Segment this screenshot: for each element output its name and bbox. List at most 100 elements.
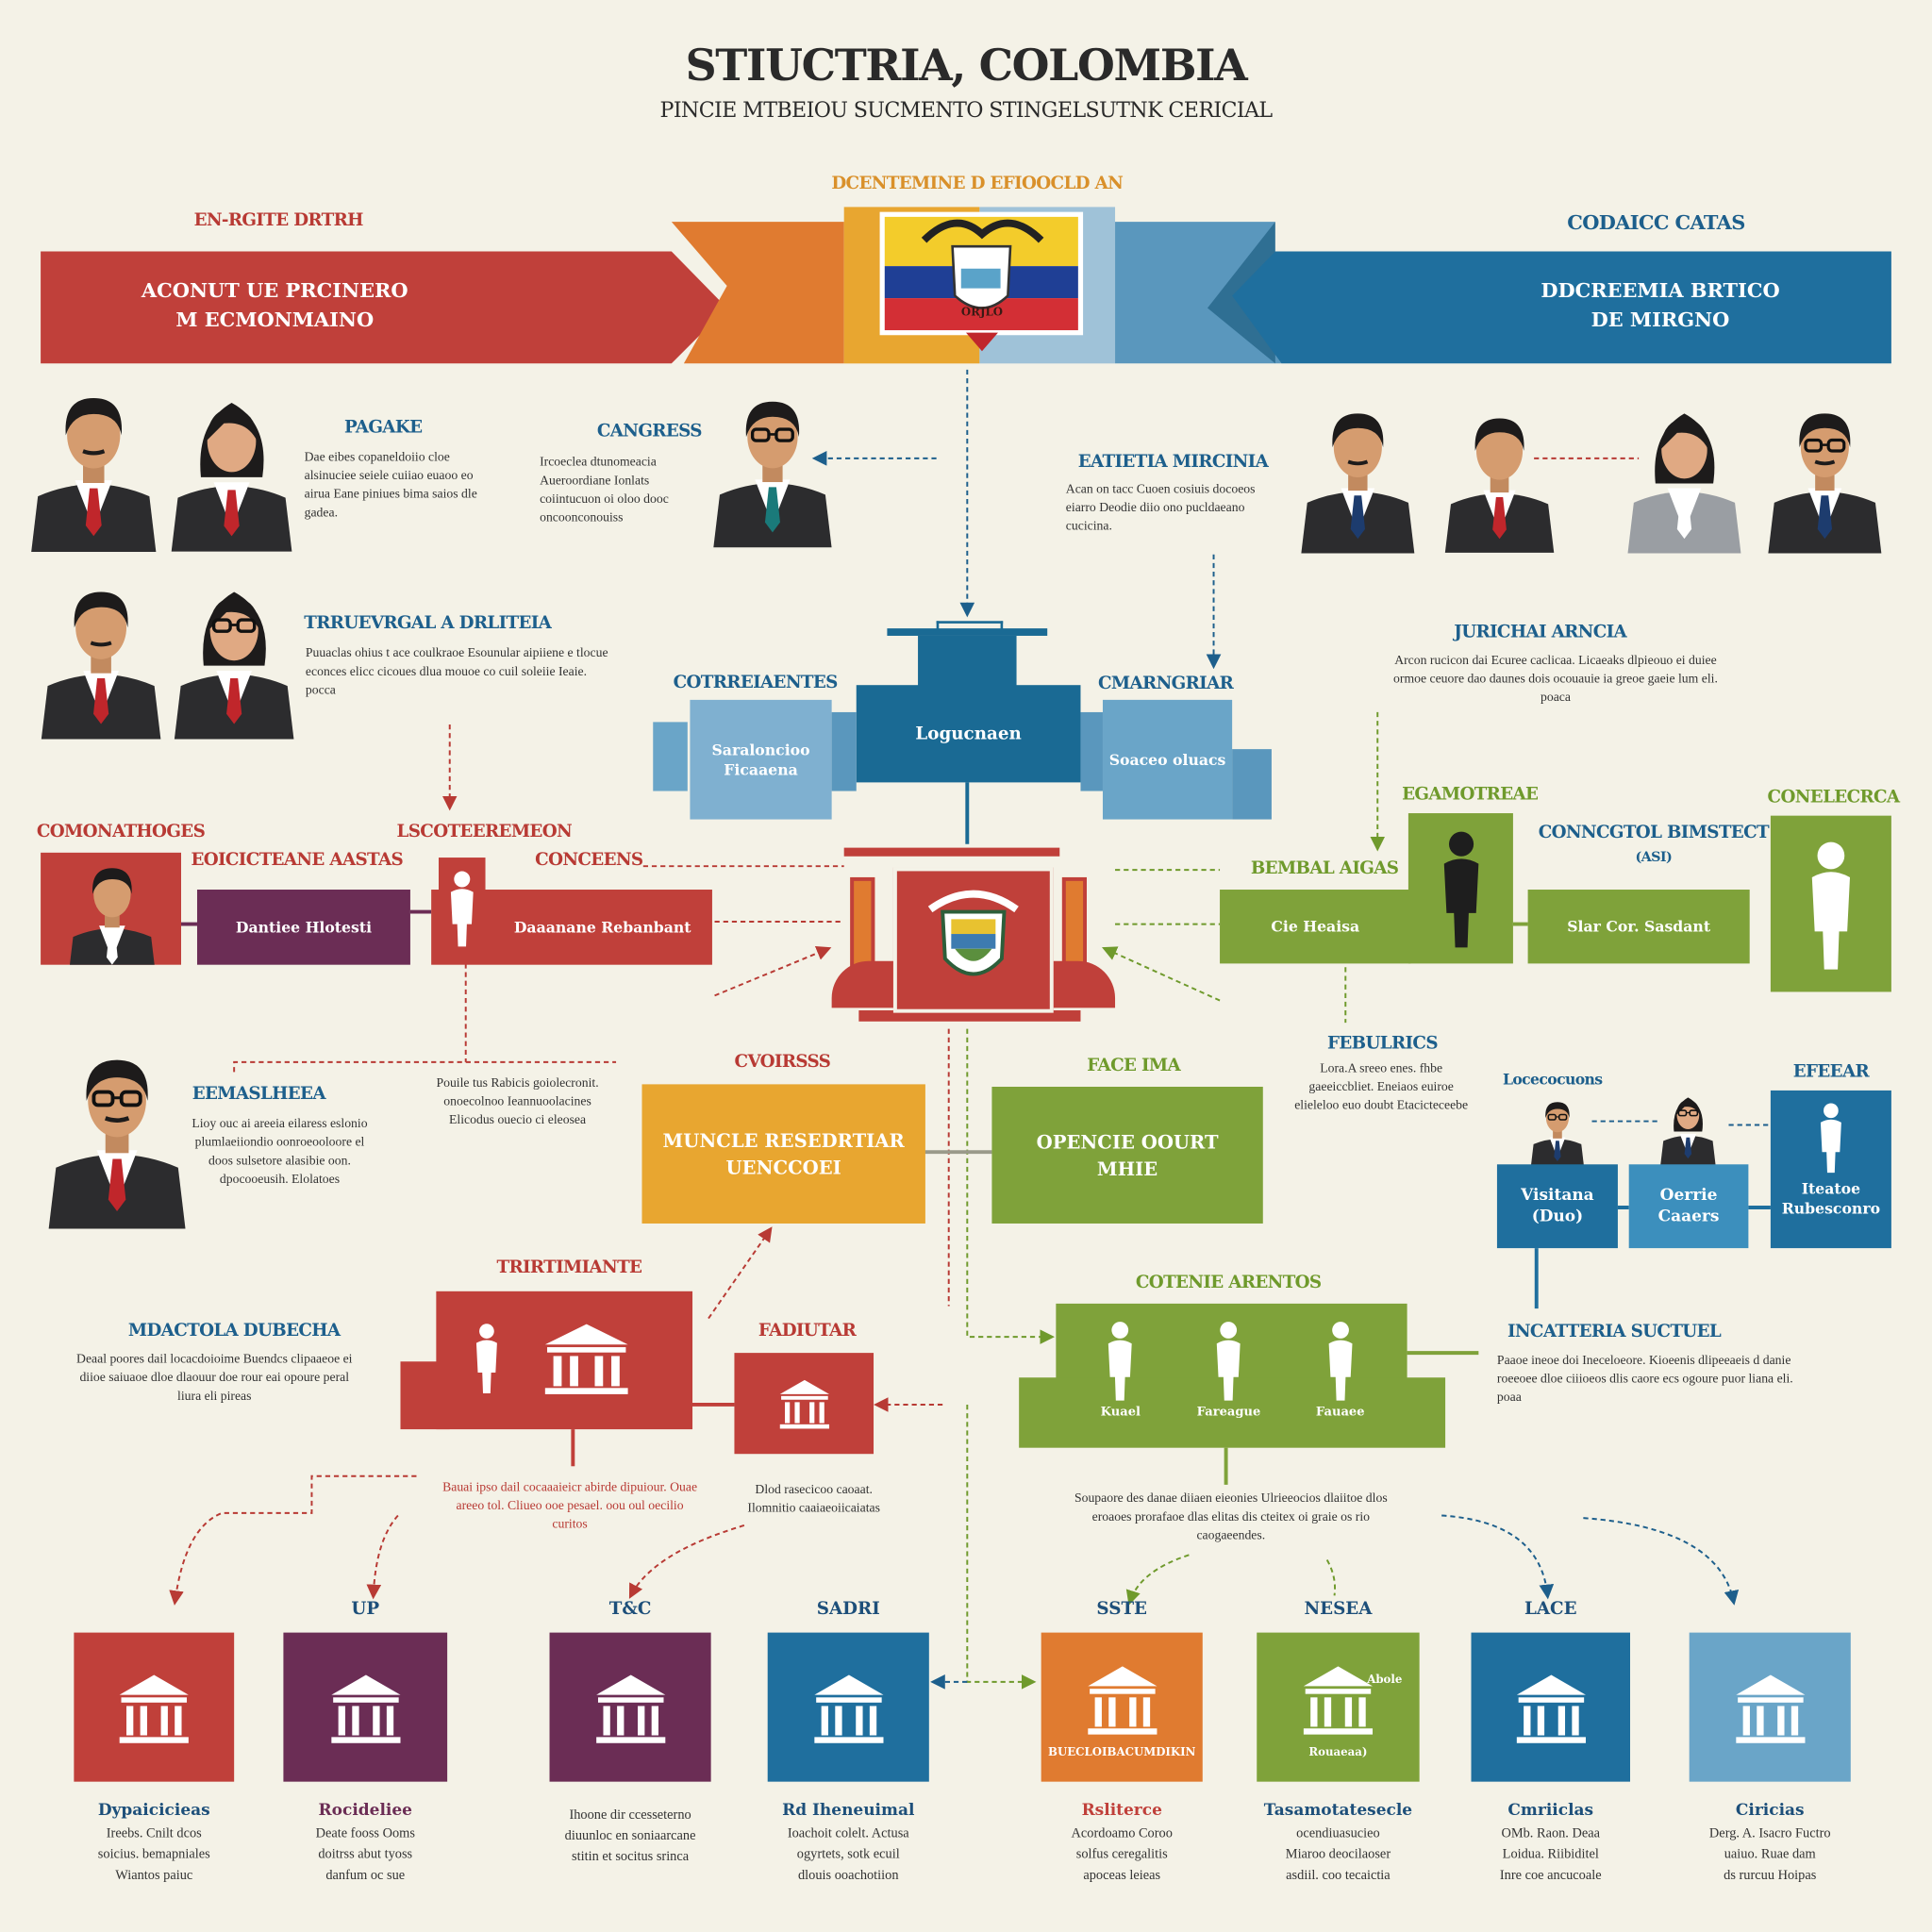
yellow-box-line: MUNCLE RESEDRTIAR <box>662 1129 905 1152</box>
bottom-item-text: OMb. Raon. Deaa <box>1501 1825 1601 1841</box>
bottom-item-caption: Rouaeaa) <box>1308 1746 1368 1759</box>
left-banner-line: M ECMONMAINO <box>175 308 375 332</box>
figure-icon <box>475 1324 497 1393</box>
cotenie-item: Fauaee <box>1316 1319 1365 1442</box>
figure-icon <box>1108 1322 1133 1401</box>
green-box-title: FACE IMA <box>1087 1056 1180 1076</box>
bottom-item-caption: BUECLOIBACUMDIKIN <box>1048 1746 1196 1759</box>
center-note-text: Soupaore des danae diiaen eieonies Ulrie… <box>1074 1491 1388 1543</box>
bottom-item-text: Inre coe ancucoale <box>1499 1868 1602 1883</box>
cotenie-item: Fareague <box>1197 1319 1260 1442</box>
page-title: STIUCTRIA, COLOMBIA <box>685 40 1248 91</box>
mdactola-text: Deaal poores dail locacdoioime Buendcs c… <box>76 1353 353 1404</box>
yellow-box-title: CVOIRSSS <box>734 1052 831 1073</box>
connector-line <box>1591 1120 1771 1126</box>
person-avatar <box>1297 397 1418 554</box>
bottom-item-label: NESEA <box>1304 1599 1373 1620</box>
bottom-item-text: stitin et socitus srinca <box>572 1849 690 1865</box>
bottom-item-box[interactable] <box>549 1632 711 1782</box>
person-avatar <box>1624 397 1744 554</box>
connector-arrow <box>1125 1554 1190 1606</box>
bottom-item-label: SADRI <box>816 1599 880 1620</box>
right-chain-label-4-sub: (ASI) <box>1635 848 1673 865</box>
building-tower <box>918 635 1017 691</box>
right-banner-text: DDCREEMIA BRTICO DE MIRGNO <box>1417 276 1904 336</box>
bottom-item-title: Rocideliee <box>318 1801 412 1821</box>
local-box-line: Caaers <box>1657 1207 1720 1226</box>
left-wing-step <box>653 722 688 791</box>
local-box-line: Rubesconro <box>1781 1200 1881 1218</box>
bottom-item-text: uaiuo. Ruae dam <box>1724 1846 1816 1862</box>
right-chain-label-1: EGAMOTREAE <box>1402 784 1539 805</box>
left-banner-line: ACONUT UE PRCINERO <box>141 278 408 302</box>
pagake-title: PAGAKE <box>344 417 423 438</box>
bottom-item-box[interactable] <box>1471 1632 1630 1782</box>
left-banner-label: EN-RGITE DRTRH <box>193 210 364 231</box>
eatietia-title: EATIETIA MIRCINIA <box>1077 452 1269 473</box>
juricia-text: Arcon rucicon dai Ecuree caclicaa. Licae… <box>1393 654 1718 706</box>
left-chamber-box: Saraloncioo Ficaaena <box>690 699 832 820</box>
bottom-item-box[interactable]: Rouaeaa)Abole <box>1257 1632 1420 1782</box>
left-chamber-title: COTRREIAENTES <box>673 673 839 693</box>
right-banner-line: DE MIRGNO <box>1591 308 1730 332</box>
bottom-item-text: diuunloc en soniaarcane <box>564 1828 696 1843</box>
eemas-text: Lioy ouc ai areeia eilaress eslonio plum… <box>192 1117 368 1187</box>
connector-arrow <box>169 1474 417 1606</box>
left-banner-text: ACONUT UE PRCINERO M ECMONMAINO <box>41 276 508 336</box>
bottom-item-box[interactable] <box>767 1632 929 1782</box>
columns-icon <box>1498 1664 1604 1750</box>
bottom-item-text: asdiil. coo tecaictia <box>1286 1868 1391 1883</box>
bottom-item-box[interactable] <box>283 1632 448 1782</box>
cotenie-items: Kuael Fareague Fauaee <box>1072 1319 1392 1442</box>
person-avatar <box>1441 402 1557 554</box>
person-avatar <box>1658 1090 1718 1166</box>
left-chain-label-4: CONCEENS <box>535 850 643 871</box>
courthouse-icon <box>101 1664 207 1750</box>
right-chain-label-4: CONNCGTOL BIMSTECT <box>1538 823 1770 843</box>
figures-icon <box>1285 1656 1391 1741</box>
bottom-item-text: Deate fooss Ooms <box>315 1825 415 1841</box>
orange-banner-shape <box>671 222 844 364</box>
incatteria-title: INCATTERIA SUCTUEL <box>1507 1322 1722 1342</box>
right-chain-label-2: CONELECRCA <box>1767 787 1901 808</box>
cangress-text: Ircoeclea dtunomeacia Aueroordiane Ionla… <box>540 456 669 525</box>
yellow-box-line: UENCCOEI <box>725 1156 841 1179</box>
bottom-item-text: Ihoone dir ccesseterno <box>569 1807 691 1823</box>
bottom-item-title: Tasamotatesecle <box>1263 1801 1413 1821</box>
connector-line <box>1115 869 1221 925</box>
local-box-line: Iteatoe <box>1801 1180 1861 1198</box>
red-note-text: Bauai ipso dail cocaaaieicr abirde dipui… <box>442 1480 698 1532</box>
bottom-item-text: Ioachoit colelt. Actusa <box>787 1825 909 1841</box>
fadiutar-title: FADIUTAR <box>758 1321 857 1341</box>
building-top <box>936 621 1004 634</box>
tower-icon <box>1717 1664 1823 1750</box>
connector-line <box>1325 1559 1336 1596</box>
connector-arrow <box>1583 1517 1740 1606</box>
page-subtitle: PINCIE MTBEIOU SUCMENTO STINGELSUTNK CER… <box>659 98 1274 124</box>
right-chamber-title: CMARNGRIAR <box>1098 674 1234 694</box>
connector-arrow <box>366 1514 399 1600</box>
emblem-top-bar <box>843 847 1060 857</box>
bottom-item-title: Ciricias <box>1735 1801 1805 1821</box>
left-banner-shape <box>41 251 727 364</box>
bottom-item-box[interactable]: BUECLOIBACUMDIKIN <box>1041 1632 1203 1782</box>
bottom-item-description: Ihoone dir ccesseterno diuunloc en soniaa… <box>538 1802 723 1869</box>
emblem-icon <box>312 1664 418 1750</box>
person-avatar <box>27 379 160 552</box>
eatietia-text: Acan on tacc Cuoen cosiuis docoeos eiarr… <box>1065 482 1256 534</box>
tribunal-title: TRRUEVRGAL A DRLITEIA <box>304 613 552 634</box>
bottom-item-text: ds rurcuu Hoipas <box>1724 1868 1817 1883</box>
green-box: OPENCIE OOURT MHIE <box>991 1086 1263 1224</box>
local-box-line: Visitana <box>1521 1186 1594 1206</box>
banner-graphic <box>41 207 1891 364</box>
cotenie-title: COTENIE ARENTOS <box>1135 1273 1322 1293</box>
connector-arrow <box>1441 1514 1555 1600</box>
bottom-item-box[interactable] <box>1689 1632 1851 1782</box>
bottom-item-title: Cmriiclas <box>1507 1801 1594 1821</box>
bottom-item-box[interactable] <box>74 1632 235 1782</box>
